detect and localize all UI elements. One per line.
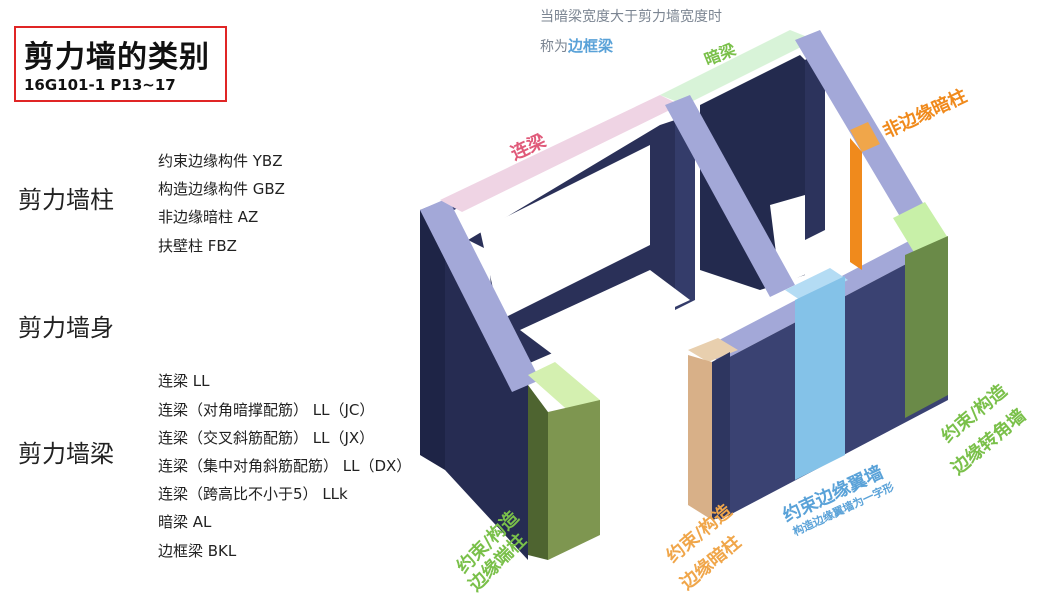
right-back-wall bbox=[805, 48, 825, 240]
list-item: 扶壁柱 FBZ bbox=[158, 237, 237, 255]
edge-hidden-column-face bbox=[688, 355, 712, 520]
list-item: 连梁 LL bbox=[158, 372, 210, 390]
corner-wall-face bbox=[905, 236, 948, 418]
opening-through bbox=[480, 145, 650, 320]
non-edge-column-top bbox=[850, 122, 880, 152]
flange-wall-top bbox=[785, 268, 848, 302]
front-wall-left-face bbox=[712, 352, 730, 520]
list-item: 非边缘暗柱 AZ bbox=[158, 208, 259, 226]
end-column-face bbox=[548, 400, 600, 560]
category-wall-beam: 剪力墙梁 bbox=[18, 440, 114, 468]
list-item: 连梁（集中对角斜筋配筋） LL（DX） bbox=[158, 457, 412, 475]
middle-wall-top bbox=[665, 95, 795, 297]
non-edge-column-face bbox=[850, 138, 862, 270]
page-subtitle: 16G101-1 P13~17 bbox=[24, 76, 176, 94]
floor-opening bbox=[520, 270, 690, 360]
category-wall-column: 剪力墙柱 bbox=[18, 186, 114, 214]
category-wall-body: 剪力墙身 bbox=[18, 314, 114, 342]
coupling-beam-top bbox=[440, 95, 680, 212]
end-column-side bbox=[528, 385, 548, 560]
mid-wall-face bbox=[675, 110, 695, 310]
note-line-2: 称为边框梁 bbox=[540, 37, 614, 55]
list-item: 连梁（交叉斜筋配筋） LL（JX） bbox=[158, 429, 375, 447]
list-item: 连梁（跨高比不小于5） LLk bbox=[158, 485, 348, 503]
note-line-1: 当暗梁宽度大于剪力墙宽度时 bbox=[540, 9, 722, 25]
list-item: 构造边缘构件 GBZ bbox=[158, 180, 285, 198]
list-item: 连梁（对角暗撑配筋） LL（JC） bbox=[158, 401, 375, 419]
edge-hidden-column-top bbox=[688, 338, 738, 362]
list-item: 约束边缘构件 YBZ bbox=[158, 152, 283, 170]
list-item: 暗梁 AL bbox=[158, 513, 212, 531]
title-box: 剪力墙的类别 16G101-1 P13~17 bbox=[14, 26, 227, 102]
dark-beam-top bbox=[660, 30, 815, 105]
page-title: 剪力墙的类别 bbox=[24, 40, 210, 75]
list-item: 边框梁 BKL bbox=[158, 542, 237, 560]
note-highlight: 边框梁 bbox=[568, 37, 614, 55]
flange-wall-face bbox=[795, 276, 845, 480]
end-column-top bbox=[528, 362, 600, 414]
left-wall-top bbox=[420, 198, 540, 392]
left-wall-face-shade bbox=[420, 210, 445, 470]
corner-wall-top bbox=[893, 202, 948, 254]
left-wall-face bbox=[420, 200, 528, 560]
